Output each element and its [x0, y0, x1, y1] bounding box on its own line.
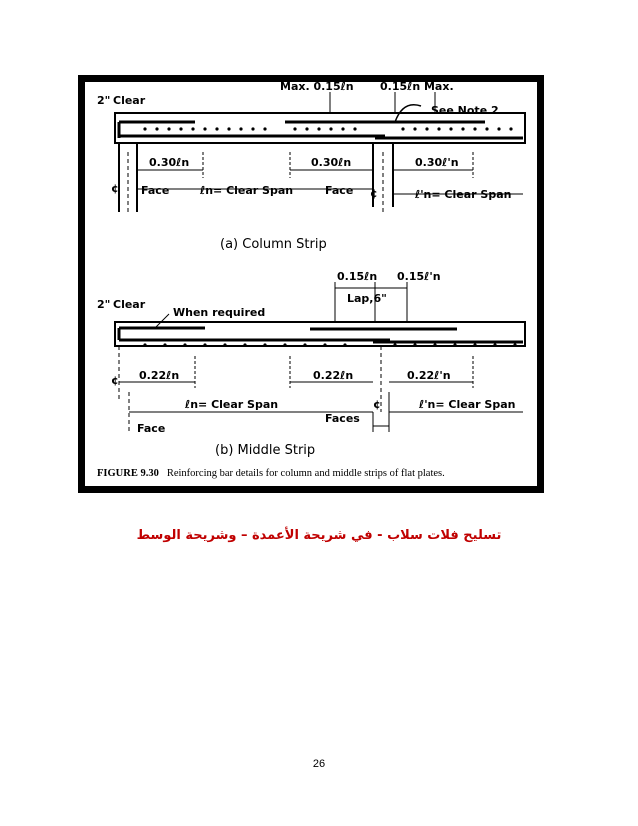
figure-caption: FIGURE 9.30 Reinforcing bar details for c…	[97, 468, 445, 479]
figure-frame: 2" Clear Max. 0.15ℓn 0.15ℓn Max. See Not…	[78, 75, 544, 493]
centerline-a2: ¢	[370, 187, 378, 200]
caption-text: Reinforcing bar details for column and m…	[166, 468, 445, 479]
page-number: 26	[312, 758, 326, 770]
face-label-b: Face	[137, 422, 165, 435]
figure-9-30: 2" Clear Max. 0.15ℓn 0.15ℓn Max. See Not…	[85, 82, 537, 486]
dim-right-a: 0.30ℓ'n	[415, 156, 459, 169]
column-strip-bar-dots	[143, 127, 513, 131]
dim-right-b: 0.22ℓ'n	[407, 369, 451, 382]
clear-label-b: Clear	[113, 298, 146, 311]
clear-dim-b: 2"	[97, 298, 110, 311]
dim-top-right-b: 0.15ℓ'n	[397, 270, 441, 283]
centerline-b1: ¢	[111, 374, 119, 387]
span-left-a: ℓn= Clear Span	[199, 184, 293, 197]
reinforcing-bar-diagram: 2" Clear Max. 0.15ℓn 0.15ℓn Max. See Not…	[97, 82, 526, 458]
middle-strip-title: (b) Middle Strip	[215, 443, 315, 458]
span-right-b: ℓ'n= Clear Span	[418, 398, 515, 411]
dim-center-b: 0.22ℓn	[313, 369, 353, 382]
max-label-1: Max. 0.15ℓn	[280, 82, 354, 93]
when-required-label: When required	[173, 306, 265, 319]
column-strip-diagram	[114, 92, 526, 212]
dim-top-left-b: 0.15ℓn	[337, 270, 377, 283]
arabic-title: تسليح فلات سلاب - في شريحة الأعمدة – وشر…	[136, 528, 502, 543]
max-label-2: 0.15ℓn Max.	[380, 82, 454, 93]
centerline-b2: ¢	[373, 398, 381, 411]
see-note-label: See Note 2	[431, 104, 499, 117]
middle-strip-diagram	[114, 282, 526, 432]
clear-dim-a: 2"	[97, 94, 110, 107]
clear-label-a: Clear	[113, 94, 146, 107]
face-center-a: Face	[325, 184, 353, 197]
centerline-a1: ¢	[111, 182, 119, 195]
column-strip-title: (a) Column Strip	[220, 237, 327, 252]
faces-label: Faces	[325, 412, 360, 425]
span-right-a: ℓ'n= Clear Span	[414, 188, 511, 201]
dim-left-b: 0.22ℓn	[139, 369, 179, 382]
dim-center-a: 0.30ℓn	[311, 156, 351, 169]
dim-left-a: 0.30ℓn	[149, 156, 189, 169]
face-left-a: Face	[141, 184, 169, 197]
caption-label: FIGURE 9.30	[97, 468, 159, 479]
span-left-b: ℓn= Clear Span	[184, 398, 278, 411]
middle-strip-bar-dots	[143, 343, 517, 347]
lap-label: Lap,6"	[347, 292, 387, 305]
